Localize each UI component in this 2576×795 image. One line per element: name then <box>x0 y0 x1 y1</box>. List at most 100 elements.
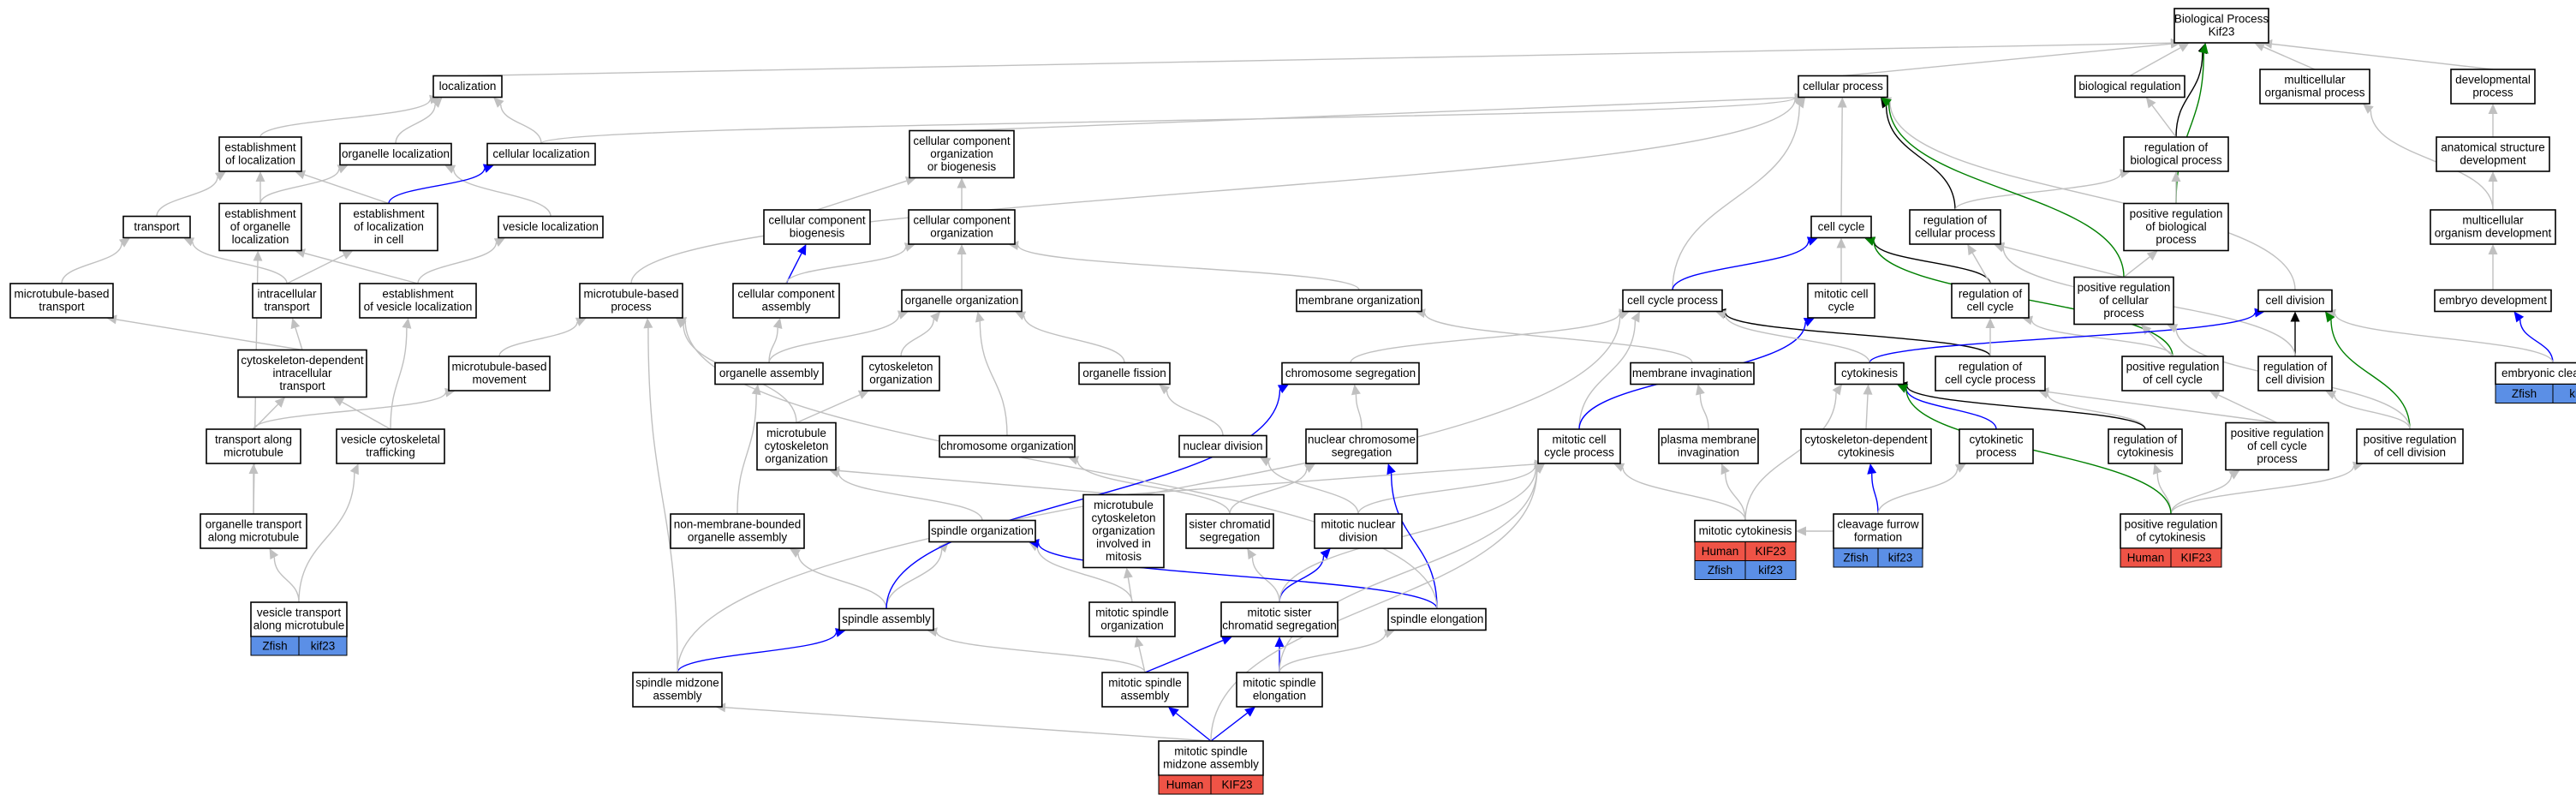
go-term-embdev[interactable]: embryo development <box>2434 289 2552 313</box>
go-term-orgfis[interactable]: organelle fission <box>1078 362 1171 386</box>
go-term-mtcytoorgmit[interactable]: microtubulecytoskeletonorganizationinvol… <box>1082 493 1165 569</box>
arrowhead-cleavfur-to-cytokproc <box>1954 463 1966 473</box>
go-term-nucdiv[interactable]: nuclear division <box>1178 434 1267 458</box>
go-term-spindasm[interactable]: spindle assembly <box>838 607 934 631</box>
term-label: cellular component <box>913 134 1011 147</box>
go-term-memorg[interactable]: membrane organization <box>1296 289 1422 313</box>
go-term-meminv[interactable]: membrane invagination <box>1630 362 1755 386</box>
go-term-chromorg[interactable]: chromosome organization <box>939 434 1076 458</box>
edge-posregcc-to-posregcp <box>2147 331 2174 357</box>
term-box <box>579 283 683 319</box>
go-term-cytokinesis[interactable]: cytokinesis <box>1834 362 1905 386</box>
term-label: positive regulation <box>2231 427 2324 439</box>
go-term-orgasm[interactable]: organelle assembly <box>714 362 824 386</box>
go-term-loc[interactable]: localization <box>432 75 503 99</box>
go-term-vesloc[interactable]: vesicle localization <box>498 215 604 239</box>
arrowhead-mitspmidasm-to-mitspelong <box>1244 707 1255 717</box>
go-term-ccproc[interactable]: cell cycle process <box>1622 289 1723 313</box>
gene-label: kif23 <box>1888 552 1913 565</box>
go-term-breg[interactable]: biological regulation <box>2074 75 2185 99</box>
arrowhead-embcleav-to-embdev <box>2513 311 2525 323</box>
edge-mitspmidasm-to-spmidasm <box>724 707 1212 742</box>
edge-cytokinesis-to-celldiv <box>1869 312 2256 363</box>
go-term-cp[interactable]: cellular process <box>1798 75 1888 99</box>
go-term-orgorg[interactable]: organelle organization <box>901 289 1023 313</box>
go-term-celloc[interactable]: cellular localization <box>486 142 596 166</box>
edge-celldiv-to-cp <box>1889 101 2296 290</box>
go-term-celldiv[interactable]: cell division <box>2257 289 2333 313</box>
go-term-orgloc[interactable]: organelle localization <box>339 142 452 166</box>
term-label: cellular process <box>1803 80 1883 93</box>
go-term-cellcycle[interactable]: cell cycle <box>1810 215 1872 239</box>
term-label: vesicle cytoskeletal <box>341 433 440 446</box>
go-term-chromseg[interactable]: chromosome segregation <box>1281 362 1420 386</box>
go-term-embcleav[interactable]: embryonic cleavageZfishkif23 <box>2495 362 2576 403</box>
go-term-spindelong[interactable]: spindle elongation <box>1387 607 1487 631</box>
go-term-cytodep[interactable]: cytoskeleton-dependentintracellulartrans… <box>237 349 367 398</box>
term-label: biological process <box>2130 154 2222 167</box>
go-term-transport[interactable]: transport <box>122 215 191 239</box>
go-term-spindorg[interactable]: spindle organization <box>928 519 1036 543</box>
edge-cleavfur-to-cytokproc <box>1877 468 1959 515</box>
